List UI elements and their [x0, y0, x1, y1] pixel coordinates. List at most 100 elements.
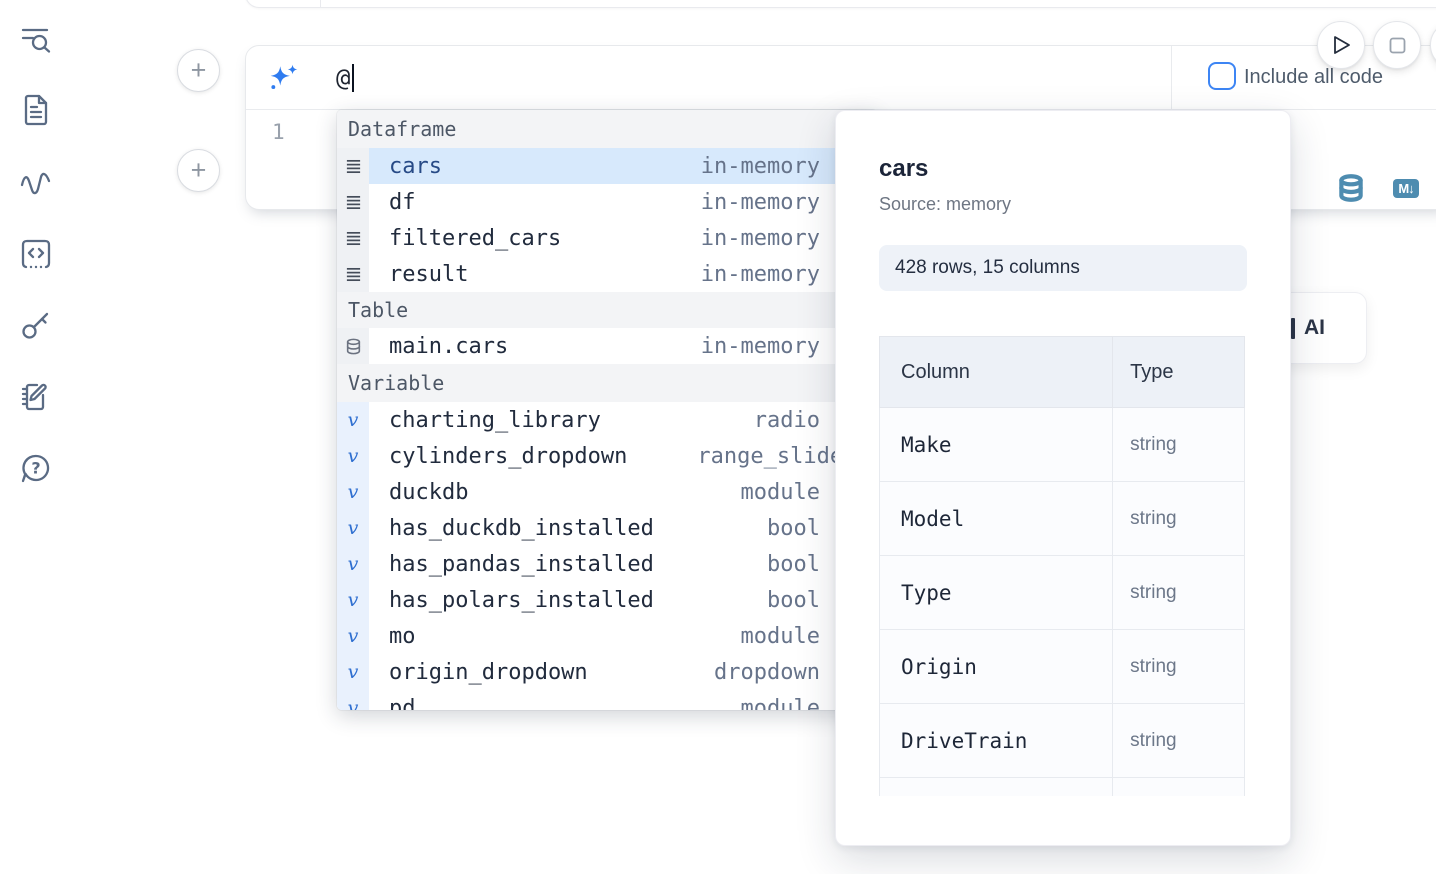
variable-icon: v: [337, 546, 369, 582]
column-name: DriveTrain: [879, 703, 1114, 779]
column-type: string: [1112, 407, 1245, 483]
item-type: bool: [767, 515, 820, 541]
stop-button[interactable]: [1373, 21, 1421, 69]
markdown-icon[interactable]: M↓: [1393, 179, 1419, 198]
add-cell-below-button[interactable]: +: [177, 149, 220, 192]
variable-icon: v: [337, 402, 369, 438]
help-icon[interactable]: ?: [18, 451, 54, 487]
dataframe-icon: [337, 148, 369, 184]
variable-icon: v: [337, 690, 369, 710]
column-type: string: [1112, 555, 1245, 631]
item-type: in-memory: [700, 189, 820, 215]
table-icon: [337, 328, 369, 364]
previous-cell-divider: [320, 0, 321, 7]
item-type: dropdown: [714, 659, 820, 685]
prompt-divider: [1171, 46, 1172, 109]
item-type: in-memory: [700, 225, 820, 251]
shape-badge: 428 rows, 15 columns: [879, 245, 1247, 292]
schema-header-row: Column Type: [879, 336, 1245, 409]
variable-icon: v: [337, 510, 369, 546]
column-type: string: [1112, 703, 1245, 779]
item-type: module: [740, 479, 820, 505]
activity-icon[interactable]: [18, 164, 54, 200]
item-type: module: [740, 623, 820, 649]
stop-icon: [1389, 37, 1405, 53]
schema-row: Type string: [879, 555, 1245, 631]
database-icon[interactable]: [1337, 174, 1365, 202]
item-name: has_polars_installed: [389, 587, 654, 613]
type-header: Type: [1112, 336, 1245, 409]
ai-prompt-row[interactable]: @ Include all code: [246, 46, 1436, 110]
item-type: bool: [767, 587, 820, 613]
column-name: Make: [879, 407, 1114, 483]
completion-item-mo[interactable]: v mo module: [337, 618, 877, 654]
variable-icon: v: [337, 438, 369, 474]
code-snippets-icon[interactable]: [18, 236, 54, 272]
variable-icon: v: [337, 582, 369, 618]
schema-table: Column Type Make string Model string Typ…: [879, 336, 1245, 797]
add-cell-above-button[interactable]: +: [177, 49, 220, 92]
run-cell-button[interactable]: [1317, 21, 1365, 69]
file-icon[interactable]: [18, 92, 54, 128]
variable-icon: v: [337, 474, 369, 510]
line-number: 1: [272, 120, 285, 144]
item-name: has_duckdb_installed: [389, 515, 654, 541]
completion-item-has-duckdb-installed[interactable]: v has_duckdb_installed bool: [337, 510, 877, 546]
preview-title: cars: [879, 155, 929, 182]
item-name: origin_dropdown: [389, 659, 588, 685]
item-type: in-memory: [700, 153, 820, 179]
section-header-dataframe: Dataframe: [337, 110, 877, 148]
code-editor[interactable]: 1 M↓: [246, 110, 1436, 209]
dataframe-icon: [337, 220, 369, 256]
item-name: main.cars: [389, 333, 509, 359]
section-header-variable: Variable: [337, 364, 877, 402]
item-name: mo: [389, 623, 416, 649]
item-name: has_pandas_installed: [389, 551, 654, 577]
ai-button-label: AI: [1304, 316, 1325, 339]
include-all-code-checkbox[interactable]: [1208, 62, 1236, 90]
item-name: duckdb: [389, 479, 469, 505]
completion-item-duckdb[interactable]: v duckdb module: [337, 474, 877, 510]
search-panel-icon[interactable]: [18, 20, 54, 56]
include-all-code-label: Include all code: [1244, 66, 1383, 88]
column-name: Type: [879, 555, 1114, 631]
completion-item-has-polars-installed[interactable]: v has_polars_installed bool: [337, 582, 877, 618]
completion-item-has-pandas-installed[interactable]: v has_pandas_installed bool: [337, 546, 877, 582]
sparkles-icon: [270, 64, 298, 89]
clipped-text-sliver: [1291, 317, 1295, 339]
schema-row: Origin string: [879, 629, 1245, 705]
column-type: string: [1112, 629, 1245, 705]
section-header-table: Table: [337, 292, 877, 328]
column-name: Origin: [879, 629, 1114, 705]
item-name: df: [389, 189, 416, 215]
completion-item-df[interactable]: df in-memory: [337, 184, 877, 220]
schema-table-wrapper[interactable]: Column Type Make string Model string Typ…: [879, 336, 1245, 797]
ai-prompt-input[interactable]: @: [336, 63, 355, 92]
scratchpad-icon[interactable]: [18, 379, 54, 415]
item-type: in-memory: [700, 261, 820, 287]
dataframe-preview-popup: cars Source: memory 428 rows, 15 columns…: [835, 110, 1291, 846]
key-icon[interactable]: [18, 307, 54, 343]
variable-icon: v: [337, 618, 369, 654]
column-type: string: [1112, 481, 1245, 557]
item-name: charting_library: [389, 407, 601, 433]
schema-row-clipped: [879, 777, 1245, 797]
dataframe-icon: [337, 184, 369, 220]
svg-text:?: ?: [31, 459, 40, 478]
schema-row: Model string: [879, 481, 1245, 557]
play-icon: [1334, 36, 1350, 54]
item-type: bool: [767, 551, 820, 577]
schema-row: DriveTrain string: [879, 703, 1245, 779]
preview-source: Source: memory: [879, 193, 1012, 214]
prompt-value: @: [336, 63, 351, 92]
dataframe-icon: [337, 256, 369, 292]
